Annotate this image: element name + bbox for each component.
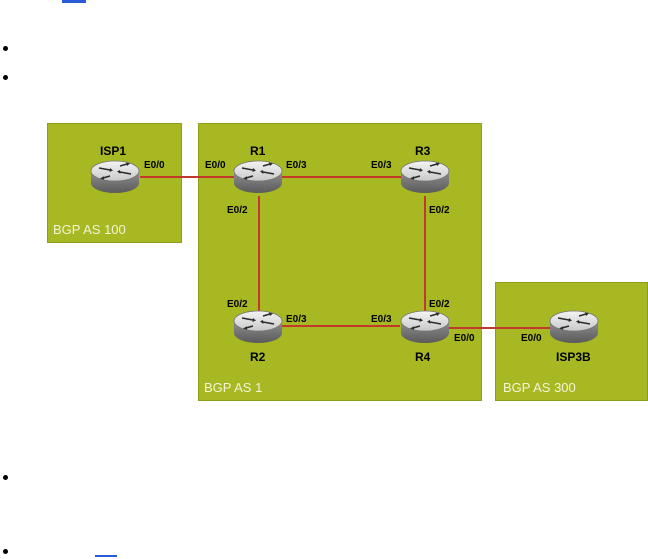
interface-r4-e02: E0/2: [429, 299, 450, 310]
interface-r2-e03: E0/3: [286, 314, 307, 325]
router-icon[interactable]: [232, 159, 284, 195]
interface-r1-e00: E0/0: [205, 160, 226, 171]
interface-r4-e00: E0/0: [454, 333, 475, 344]
interface-r2-e02: E0/2: [227, 299, 248, 310]
router-r3-label: R3: [415, 144, 431, 158]
as-100-label: BGP AS 100: [53, 222, 126, 237]
router-r4-label: R4: [415, 350, 431, 364]
router-icon[interactable]: [232, 309, 284, 345]
as-1-label: BGP AS 1: [204, 380, 263, 395]
router-icon[interactable]: [399, 159, 451, 195]
bullet-icon: [3, 75, 8, 80]
interface-r4-e03: E0/3: [371, 314, 392, 325]
router-r1-label: R1: [250, 144, 266, 158]
interface-isp1-e00: E0/0: [144, 160, 165, 171]
router-icon[interactable]: [548, 309, 600, 345]
router-isp1-label: ISP1: [100, 144, 127, 158]
bullet-icon: [3, 475, 8, 480]
link-underline[interactable]: [95, 555, 117, 557]
link-underline[interactable]: [62, 0, 86, 3]
interface-isp3b-e00: E0/0: [521, 333, 542, 344]
interface-r1-e03: E0/3: [286, 160, 307, 171]
bullet-icon: [3, 46, 8, 51]
interface-r3-e03: E0/3: [371, 160, 392, 171]
router-isp3b-label: ISP3B: [556, 350, 591, 364]
as-300-label: BGP AS 300: [503, 380, 576, 395]
interface-r1-e02: E0/2: [227, 205, 248, 216]
router-r2-label: R2: [250, 350, 266, 364]
router-icon[interactable]: [399, 309, 451, 345]
router-icon[interactable]: [89, 159, 141, 195]
interface-r3-e02: E0/2: [429, 205, 450, 216]
bullet-icon: [3, 549, 8, 554]
